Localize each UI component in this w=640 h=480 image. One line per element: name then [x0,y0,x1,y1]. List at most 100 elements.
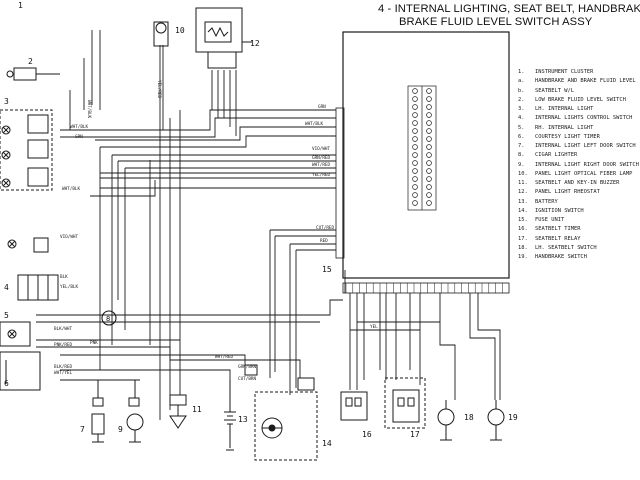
legend-item: 10.PANEL LIGHT OPTICAL FIBER LAMP [518,170,633,177]
connector-pin [426,160,432,166]
connector-pin [426,184,432,190]
connector-pin [426,168,432,174]
callout-8: 8 [106,315,110,323]
legend-item: 12.PANEL LIGHT RHEOSTAT [518,189,600,196]
callout-15: 15 [322,265,332,274]
wire-label: WHT/BLK [86,100,92,119]
seatbelt-relay [384,377,426,429]
callout-2: 2 [28,57,33,66]
wire-label: WHT/BLK [62,186,81,192]
wire-label: CUT/RED [316,225,335,231]
callouts: 1 2 3 4 5 6 7 8 9 10 11 12 13 14 15 16 1… [4,1,518,448]
legend-item: 14.IGNITION SWITCH [518,207,584,214]
legend-item: 11.SEATBELT AND KEY-IN BUZZER [518,180,620,186]
callout-18: 18 [464,413,474,422]
handbrake-switch [487,400,505,441]
seatbelt-timer [340,391,368,421]
connector-pin [412,192,418,198]
rh-internal-light [0,321,31,347]
legend-item: 17.SEATBELT RELAY [518,235,581,242]
wire-label: RED [320,238,328,244]
courtesy-light-timer [0,351,41,391]
connector-pin [412,120,418,126]
legend-item: 2.LOW BRAKE FLUID LEVEL SWITCH [518,96,626,103]
component-legend: 1.INSTRUMENT CLUSTER a.HANDBRAKE AND BRA… [518,68,640,262]
connector-pin [426,104,432,110]
connector-pin [412,168,418,174]
wire-label: VIO/WHT [60,234,79,240]
wire-label: VIO/WHT [312,146,331,152]
wire-label: PNK/RED [54,342,73,348]
connector-pin [426,144,432,150]
low-brake-fluid-switch [6,67,60,81]
wire-label: WHT/RED [215,354,234,360]
connector-pin [412,96,418,102]
optical-fiber-lamp [153,21,169,47]
callout-13: 13 [238,415,248,424]
legend-item: 8.CIGAR LIGHTER [518,152,578,159]
wire-label: BLK [60,274,68,280]
callout-19: 19 [508,413,518,422]
connector-pin [412,152,418,158]
title-line-2: BRAKE FLUID LEVEL SWITCH ASSY [399,15,593,28]
wire-label: YEL/BLK [60,284,79,290]
legend-item: 6.COURTESY LIGHT TIMER [518,133,600,140]
battery [224,380,236,451]
callout-7: 7 [80,425,85,434]
connector-pin [426,128,432,134]
callout-17: 17 [410,430,420,439]
wire-label: GRN/RED [312,155,331,161]
connector-pin [426,152,432,158]
wire-bundle [36,30,501,420]
connector-pin [412,104,418,110]
connector-pin [426,200,432,206]
connector-pin [426,112,432,118]
legend-item: 9.INTERNAL LIGHT RIGHT DOOR SWITCH [518,161,639,168]
legend-item: 1.INSTRUMENT CLUSTER [518,69,594,75]
diagram-title: 4 - INTERNAL LIGHTING, SEAT BELT, HANDBR… [378,3,640,28]
internal-lights-control-switch [7,237,59,301]
connector-pin [412,136,418,142]
wire-label: GRN [318,104,326,110]
legend-item: a.HANDBRAKE AND BRAKE FLUID LEVEL [518,78,636,85]
connector-pin [426,96,432,102]
legend-item: b.SEATBELT W/L [518,87,574,94]
connector-pin [412,176,418,182]
callout-6: 6 [4,379,9,388]
instrument-cluster [335,31,510,294]
connector-pin [412,200,418,206]
door-switch-left [91,380,105,443]
connector-pin [412,160,418,166]
wire-label: WHT/YEL [54,370,73,376]
legend-item: 19.HANDBRAKE SWITCH [518,254,587,260]
callout-12: 12 [250,39,260,48]
legend-item: 4.INTERNAL LIGHTS CONTROL SWITCH [518,115,633,122]
callout-10: 10 [175,26,185,35]
wire-label: GRN [75,134,83,140]
wire-label: YEL/RED [312,172,331,178]
connector-pin [412,112,418,118]
lh-internal-light [0,109,53,191]
legend-item: 3.LH. INTERNAL LIGHT [518,106,594,112]
connector-pin [426,192,432,198]
lh-seatbelt-switch [437,400,455,441]
callout-16: 16 [362,430,372,439]
connector-pin [426,88,432,94]
door-switch-right [126,380,144,443]
connector-pin [426,136,432,142]
connector-pin [412,88,418,94]
callout-5: 5 [4,311,9,320]
callout-3: 3 [4,97,9,106]
legend-item: 18.LH. SEATBELT SWITCH [518,244,597,251]
wire-label: WHT/RED [312,162,331,168]
wire-label: YEL [370,324,378,330]
legend-item: 5.RH. INTERNAL LIGHT [518,124,594,131]
callout-4: 4 [4,283,9,292]
wire-labels: GRN YEL/RED WHT/BLK WHT/BLK WHT/BLK WHT/… [54,80,378,382]
legend-item: 16.SEATBELT TIMER [518,226,581,233]
wire-label: PNK [90,340,98,346]
wire-label: YEL/RED [156,80,162,99]
cigar-lighter [101,310,117,326]
callout-14: 14 [322,439,332,448]
